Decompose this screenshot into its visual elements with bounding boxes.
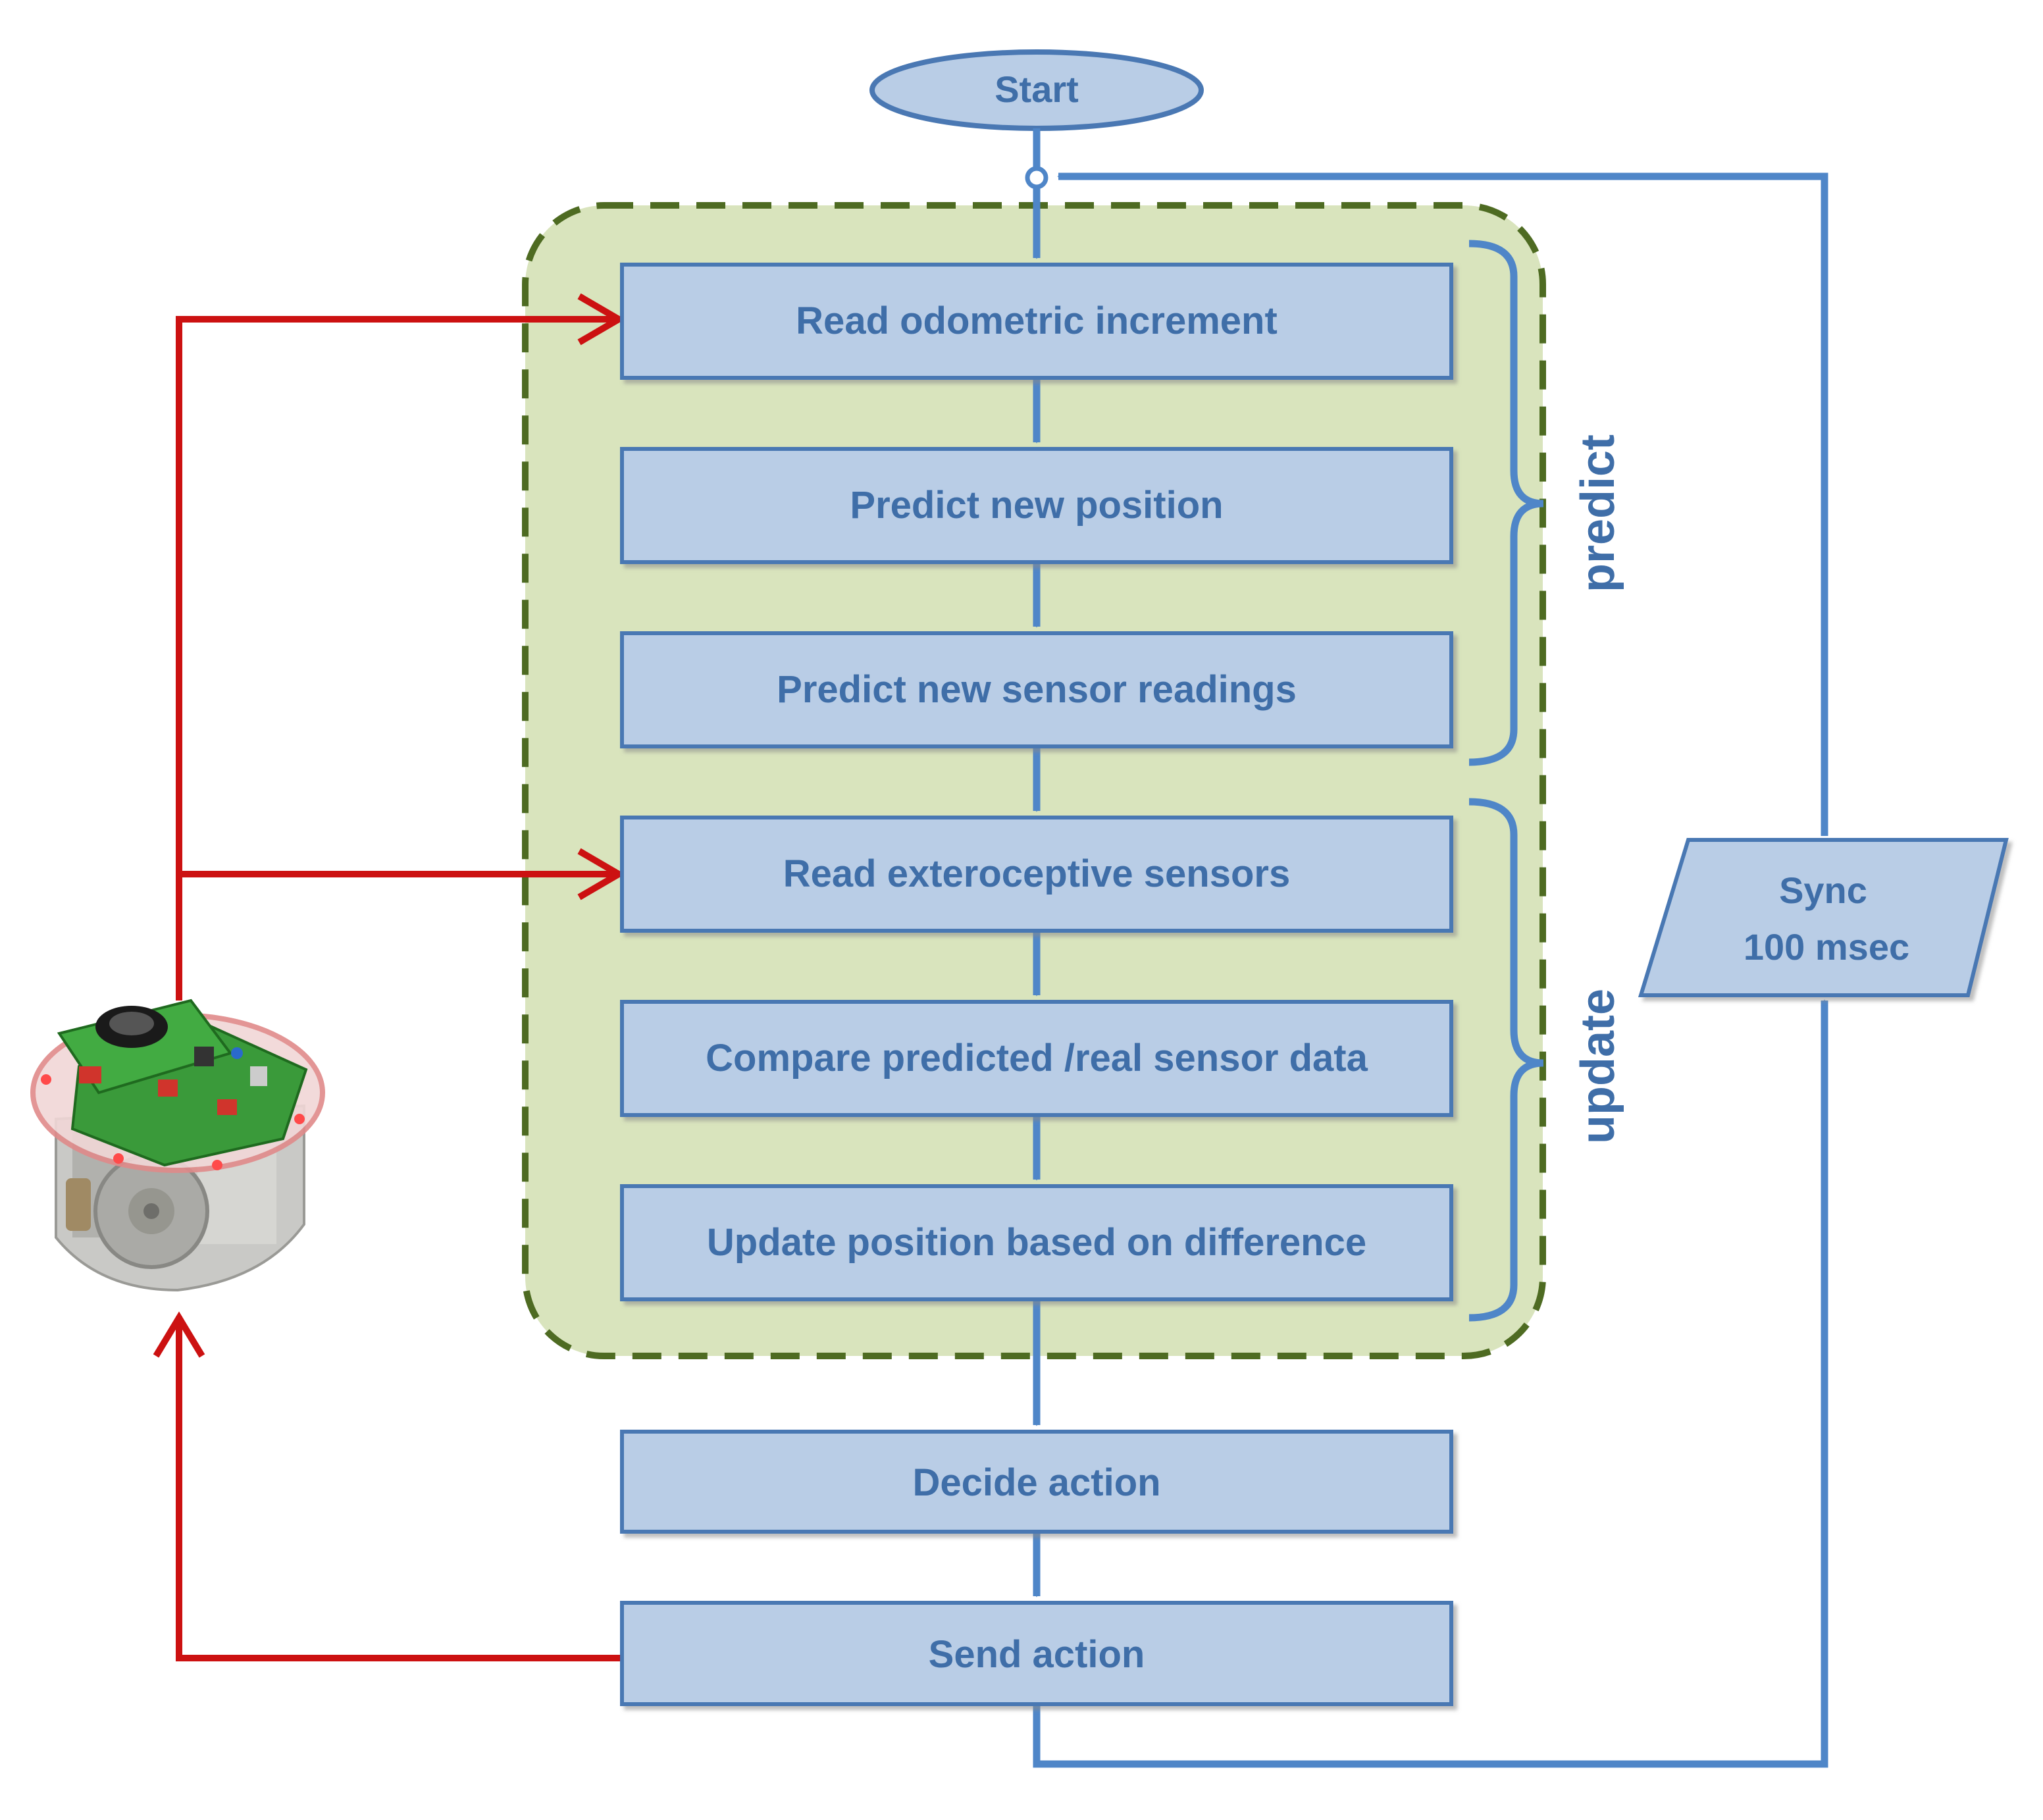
step-box-6: Update position based on difference [620,1184,1453,1301]
step-label-1: Read odometric increment [796,299,1278,342]
step-box-2: Predict new position [620,447,1453,564]
arrowhead-robot [153,1311,205,1358]
step-label-4: Read exteroceptive sensors [783,852,1290,895]
send-action-to-robot-line [176,1316,622,1661]
arrowhead-sensors [577,848,625,900]
start-label: Start [995,68,1079,110]
send-to-sync-line [1033,1001,1828,1768]
predict-brace [1468,240,1544,766]
sync-node: Sync 100 msec [1638,838,2009,997]
loop-junction-node [1025,166,1048,190]
step-label-3: Predict new sensor readings [777,668,1297,711]
send-action-label: Send action [929,1633,1145,1676]
step-box-4: Read exteroceptive sensors [620,816,1453,933]
sync-label-line2: 100 msec [1744,926,1909,968]
send-action-box: Send action [620,1601,1453,1706]
step-label-2: Predict new position [850,484,1223,527]
step-label-5: Compare predicted /real sensor data [706,1037,1368,1079]
robot-connectors [153,293,625,1661]
step-box-1: Read odometric increment [620,263,1453,380]
step-box-3: Predict new sensor readings [620,631,1453,748]
predict-group-label: predict [1572,434,1624,592]
step-label-6: Update position based on difference [707,1221,1366,1264]
update-brace [1468,798,1544,1322]
step-box-5: Compare predicted /real sensor data [620,1000,1453,1117]
decide-action-box: Decide action [620,1430,1453,1534]
arrowhead-odometry [577,293,625,346]
flow-connectors [1033,128,1828,1768]
sync-to-loop-line [1058,172,1828,836]
robot-illustration [30,999,325,1292]
start-node: Start [869,49,1204,131]
decide-action-label: Decide action [912,1461,1160,1504]
robot-to-odometry-line [176,316,612,1001]
update-group-label: update [1572,989,1624,1144]
sync-label-line1: Sync [1779,870,1867,911]
